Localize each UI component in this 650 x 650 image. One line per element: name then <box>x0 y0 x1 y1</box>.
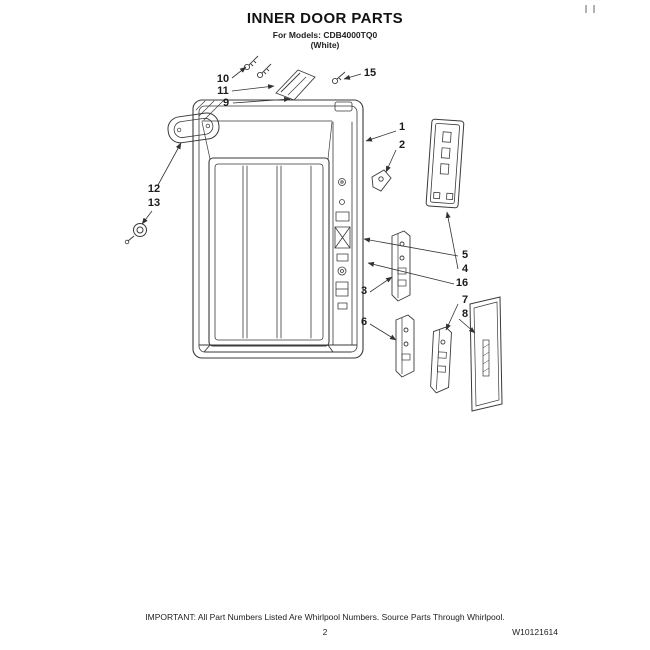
callout-number-2: 2 <box>399 139 405 151</box>
callout-leader-8 <box>458 318 476 334</box>
callout-number-1: 1 <box>399 121 405 133</box>
hinge-bracket-lower-right <box>430 326 452 394</box>
callout-number-3: 3 <box>361 285 367 297</box>
callout-number-9: 9 <box>223 97 229 109</box>
callout-number-5: 5 <box>462 249 468 261</box>
door-handle-escutcheon <box>167 112 220 144</box>
inner-recessed-panel <box>201 121 333 347</box>
footer-important-note: IMPORTANT: All Part Numbers Listed Are W… <box>145 612 505 622</box>
callout-leader-11 <box>231 84 275 92</box>
callout-number-10: 10 <box>217 73 229 85</box>
screw-part-15 <box>331 71 346 85</box>
callout-number-7: 7 <box>462 294 468 306</box>
page-number: 2 <box>322 627 328 637</box>
door-panel-assembly <box>192 99 364 359</box>
callout-number-4: 4 <box>462 263 469 275</box>
latch-control-column <box>332 121 353 346</box>
callout-leader-15 <box>343 73 362 80</box>
page-header: INNER DOOR PARTS For Models: CDB4000TQ0 … <box>0 10 650 50</box>
door-top-fold-hatching <box>195 100 224 121</box>
callout-leader-16 <box>367 261 455 285</box>
finish-line: (White) <box>310 40 340 50</box>
mounting-screws-top <box>243 55 346 85</box>
callout-leader-2 <box>385 149 397 173</box>
callout-leader-13 <box>141 210 153 225</box>
grommet-with-screw <box>124 223 147 245</box>
hinge-bracket-upper <box>391 230 411 302</box>
vent-bracket <box>275 69 316 101</box>
callout-leader-6 <box>369 323 397 341</box>
access-panel <box>469 296 503 412</box>
screw-part-10 <box>243 55 259 71</box>
callout-number-15: 15 <box>364 67 376 79</box>
screw-part-11 <box>256 63 272 79</box>
door-outer-frame <box>192 99 364 359</box>
callout-number-6: 6 <box>361 316 367 328</box>
callout-leader-5 <box>363 237 459 257</box>
callout-leader-9 <box>232 96 291 104</box>
callout-leader-3 <box>369 276 393 293</box>
callout-leader-12 <box>157 142 182 186</box>
callout-number-12: 12 <box>148 183 160 195</box>
document-number: W10121614 <box>512 627 558 637</box>
page-title: INNER DOOR PARTS <box>246 10 404 27</box>
hinge-bracket-lower-left <box>395 314 415 378</box>
page-corner-ticks <box>585 5 595 13</box>
door-bottom-edge <box>198 344 358 353</box>
callout-leader-1 <box>365 130 397 142</box>
latch-mount-panel <box>425 118 465 209</box>
models-line: For Models: CDB4000TQ0 <box>272 30 378 40</box>
callout-leader-7 <box>445 303 459 331</box>
callout-number-8: 8 <box>462 308 468 320</box>
callout-number-11: 11 <box>217 85 229 97</box>
callout-number-16: 16 <box>456 277 468 289</box>
callout-leader-4 <box>445 211 459 270</box>
panel-ribs <box>242 165 312 339</box>
callout-number-13: 13 <box>148 197 160 209</box>
door-latch-lever <box>371 169 392 192</box>
callout-leader-10 <box>231 66 247 79</box>
door-latch-slot <box>334 101 353 112</box>
